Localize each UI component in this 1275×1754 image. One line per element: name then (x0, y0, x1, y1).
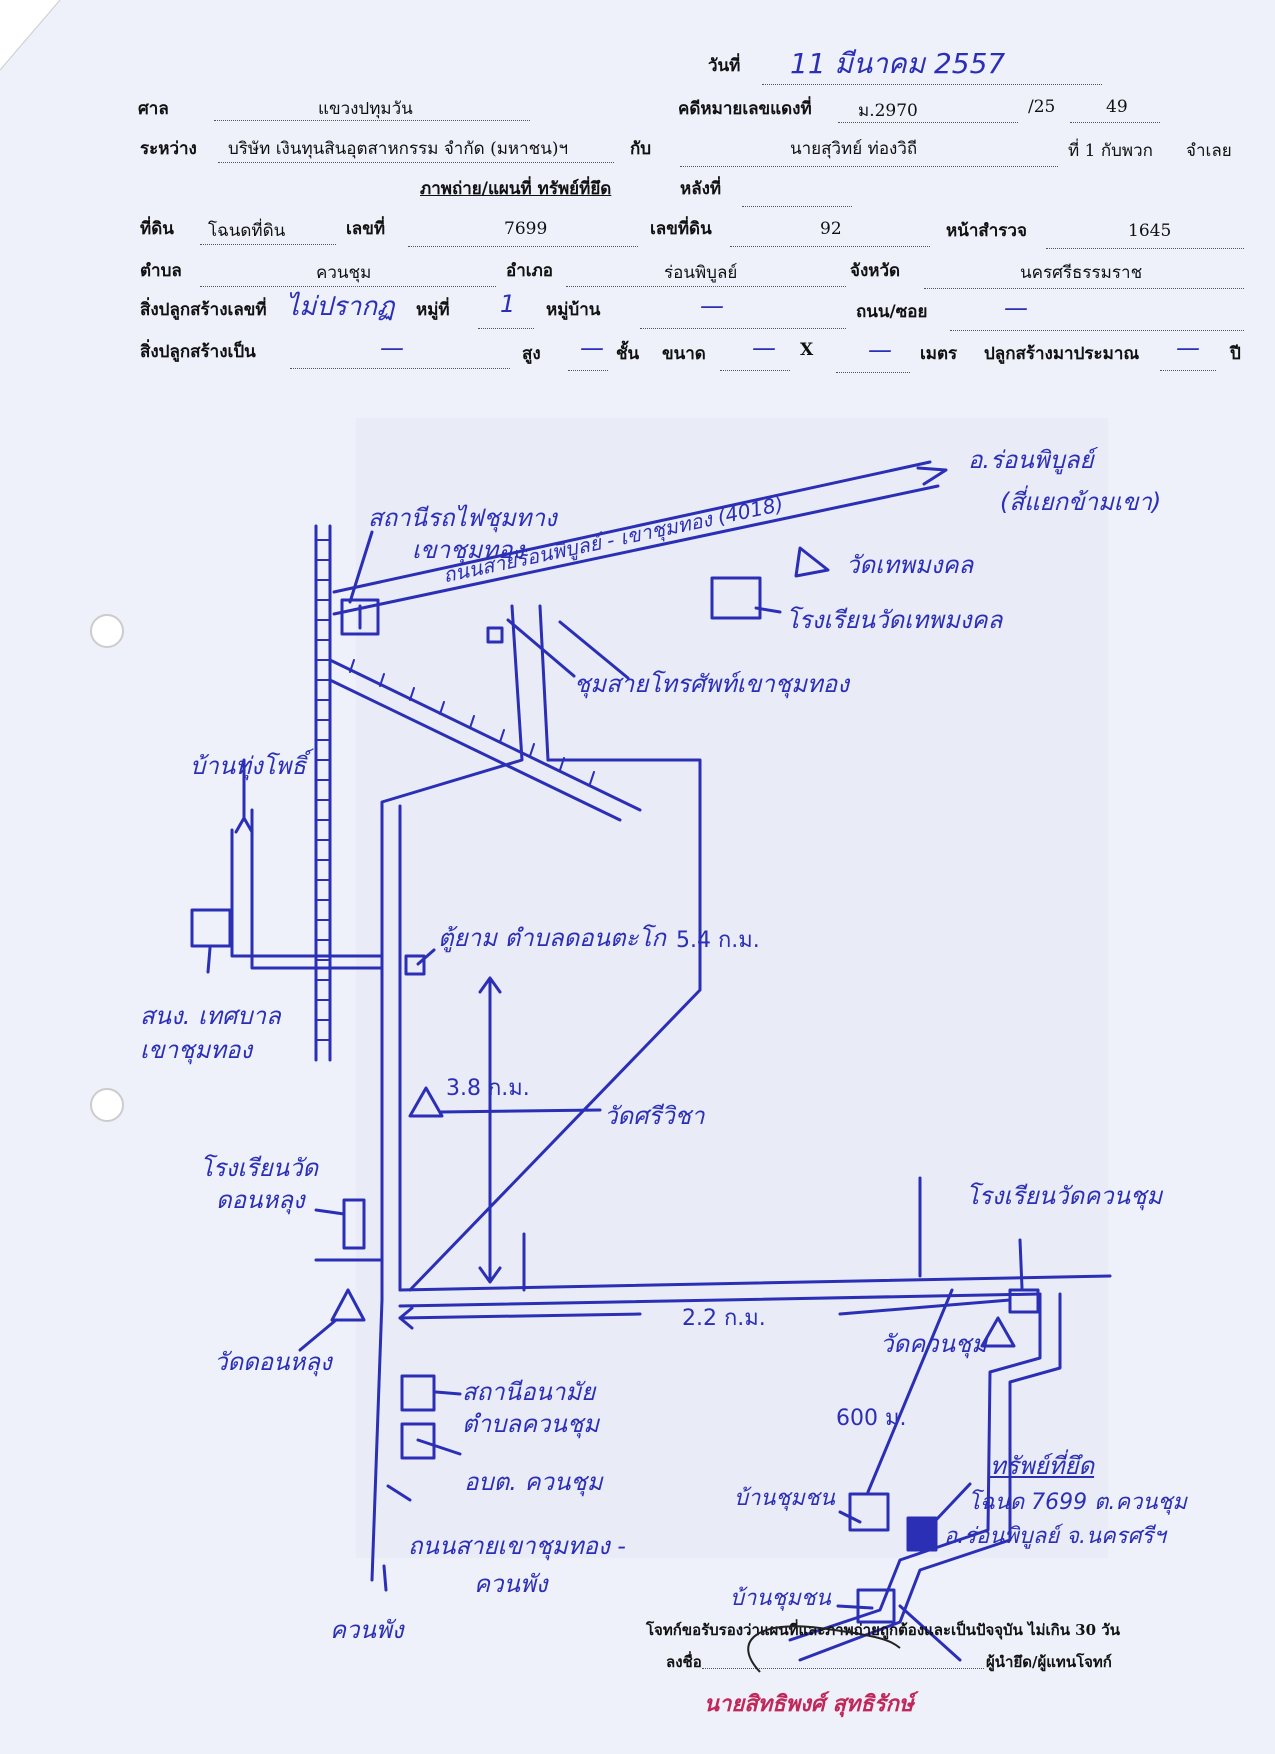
defendant-role: ที่ 1 กับพวก (1068, 141, 1153, 161)
deed-no-label: เลขที่ (346, 219, 386, 239)
size-x: X (800, 340, 814, 360)
rail-spur (328, 658, 642, 822)
age: — (1176, 334, 1200, 362)
label-train-station-2: เขาชุมทอง (412, 536, 525, 564)
building-no: ไม่ปรากฏ (286, 292, 395, 322)
building-type-label: สิ่งปลูกสร้างเป็น (140, 342, 256, 362)
label-temple-donhlung: วัดดอนหลุง (214, 1348, 332, 1376)
height: — (580, 334, 604, 362)
main-road-4018 (332, 460, 948, 616)
plaintiff: บริษัท เงินทุนสินอุตสาหกรรม จำกัด (มหาชน… (228, 139, 569, 159)
case-year: 49 (1106, 97, 1128, 117)
province: นครศรีธรรมราช (1020, 263, 1143, 283)
height-label: สูง (522, 344, 541, 364)
road-label: ถนน/ซอย (856, 302, 928, 322)
court-value: แขวงปทุมวัน (318, 99, 413, 119)
train-station-marker (340, 598, 380, 636)
punch-hole (90, 614, 124, 648)
label-temple-khuanchum: วัดควนชุม (880, 1330, 988, 1358)
size-height: — (868, 336, 892, 364)
label-seized-deed: โฉนด 7699 ต.ควนชุม (968, 1490, 1187, 1515)
certify-text: โจทก์ขอรับรองว่าแผนที่และภาพถ่ายถูกต้องแ… (646, 1621, 1120, 1639)
label-school-wat: โรงเรียนวัด (200, 1154, 319, 1182)
sign-role: ผู้นำยึด/ผู้แทนโจทก์ (986, 1653, 1112, 1671)
deed-no: 7699 (504, 219, 548, 239)
label-police-box: ตู้ยาม ตำบลดอนตะโก (438, 924, 666, 952)
label-phone-exchange: ชุมสายโทรศัพท์เขาชุมทอง (574, 670, 849, 698)
temple-thepmongkol-marker (794, 546, 830, 578)
year-label: ปี (1230, 344, 1241, 364)
label-temple-thepmongkol: วัดเทพมงคล (846, 551, 974, 579)
district: ร่อนพิบูลย์ (664, 263, 738, 283)
label-dist-3-8: 3.8 ก.ม. (446, 1076, 530, 1101)
land-no: 92 (820, 219, 842, 239)
label-dist-2-2: 2.2 ก.ม. (682, 1306, 766, 1331)
building-type: — (380, 334, 404, 362)
seized-land-marker (906, 1516, 938, 1552)
province-label: จังหวัด (850, 261, 901, 281)
stamp-name: นายสิทธิพงศ์ สุทธิรักษ์ (704, 1692, 914, 1717)
road: — (1004, 294, 1028, 322)
label-school-wat-2: ดอนหลุง (216, 1186, 305, 1214)
punch-hole (90, 1088, 124, 1122)
case-no: ม.2970 (858, 101, 918, 121)
label-school-khuanchum: โรงเรียนวัดควนชุม (966, 1182, 1163, 1210)
survey-label: หน้าสำรวจ (946, 221, 1027, 241)
label-ban-thung-pho: บ้านทุ่งโพธิ์ (190, 752, 307, 780)
moo: 1 (500, 290, 516, 318)
village: — (700, 292, 724, 320)
with-label: กับ (630, 139, 652, 159)
label-house-2: บ้านชุมชน (730, 1586, 831, 1611)
label-seized-title: ทรัพย์ที่ยึด (990, 1452, 1095, 1480)
label-junction: (สี่แยกข้ามเขา) (1000, 488, 1162, 516)
age-label: ปลูกสร้างมาประมาณ (984, 344, 1140, 364)
label-road-khuanpho: ถนนสายเขาชุมทอง - (408, 1532, 626, 1560)
case-year-prefix: /25 (1028, 97, 1056, 117)
label-dist-600: 600 ม. (836, 1406, 907, 1431)
label-road-khuanpho-2: ควนพัง (474, 1570, 548, 1598)
moo-label: หมู่ที่ (416, 300, 450, 320)
subdistrict: ควนชุม (316, 263, 372, 283)
date-label: วันที่ (708, 56, 741, 76)
school-thepmongkol-marker (710, 576, 762, 620)
building-no-label: สิ่งปลูกสร้างเลขที่ (140, 300, 267, 320)
label-to-ronphibun: อ.ร่อนพิบูลย์ (968, 446, 1094, 474)
label-sao-office: อบต. ควนชุม (464, 1468, 603, 1496)
label-temple-sriwichai: วัดศรีวิชา (604, 1102, 705, 1130)
label-health-center-2: ตำบลควนชุม (462, 1410, 600, 1438)
label-train-station: สถานีรถไฟชุมทาง (368, 504, 557, 532)
railway-line (314, 524, 332, 1062)
land-no-label: เลขที่ดิน (650, 219, 712, 239)
house-no-label: หลังที่ (680, 179, 722, 199)
map-title: ภาพถ่าย/แผนที่ ทรัพย์ที่ยึด (420, 179, 612, 199)
label-health-center: สถานีอนามัย (462, 1378, 596, 1406)
label-school-thepmongkol: โรงเรียนวัดเทพมงคล (786, 606, 1003, 634)
label-seized-location: อ.ร่อนพิบูลย์ จ.นครศรีฯ (944, 1524, 1166, 1549)
village-label: หมู่บ้าน (546, 300, 601, 320)
between-label: ระหว่าง (140, 139, 197, 159)
size-label: ขนาด (662, 344, 706, 364)
label-dist-5-4: 5.4 ก.ม. (676, 928, 760, 953)
debtor-label: จำเลย (1186, 141, 1232, 161)
floor-label: ชั้น (616, 344, 640, 364)
meter-label: เมตร (920, 344, 958, 364)
date-value: 11 มีนาคม 2557 (790, 47, 1006, 80)
size-width: — (752, 334, 776, 362)
sign-label: ลงชื่อ (666, 1653, 702, 1671)
label-to-khuanpho: ควนพัง (330, 1616, 404, 1644)
land-label: ที่ดิน (140, 219, 174, 239)
label-municipal-office-2: เขาชุมทอง (140, 1036, 253, 1064)
district-label: อำเภอ (506, 261, 553, 281)
case-label: คดีหมายเลขแดงที่ (678, 99, 812, 119)
label-house-1: บ้านชุมชน (734, 1486, 835, 1511)
label-municipal-office: สนง. เทศบาล (140, 1002, 281, 1030)
subdistrict-label: ตำบล (140, 261, 182, 281)
deed-type: โฉนดที่ดิน (208, 221, 286, 241)
survey-no: 1645 (1128, 221, 1172, 241)
court-label: ศาล (138, 99, 169, 119)
defendant: นายสุวิทย์ ท่องวิถี (790, 139, 918, 159)
